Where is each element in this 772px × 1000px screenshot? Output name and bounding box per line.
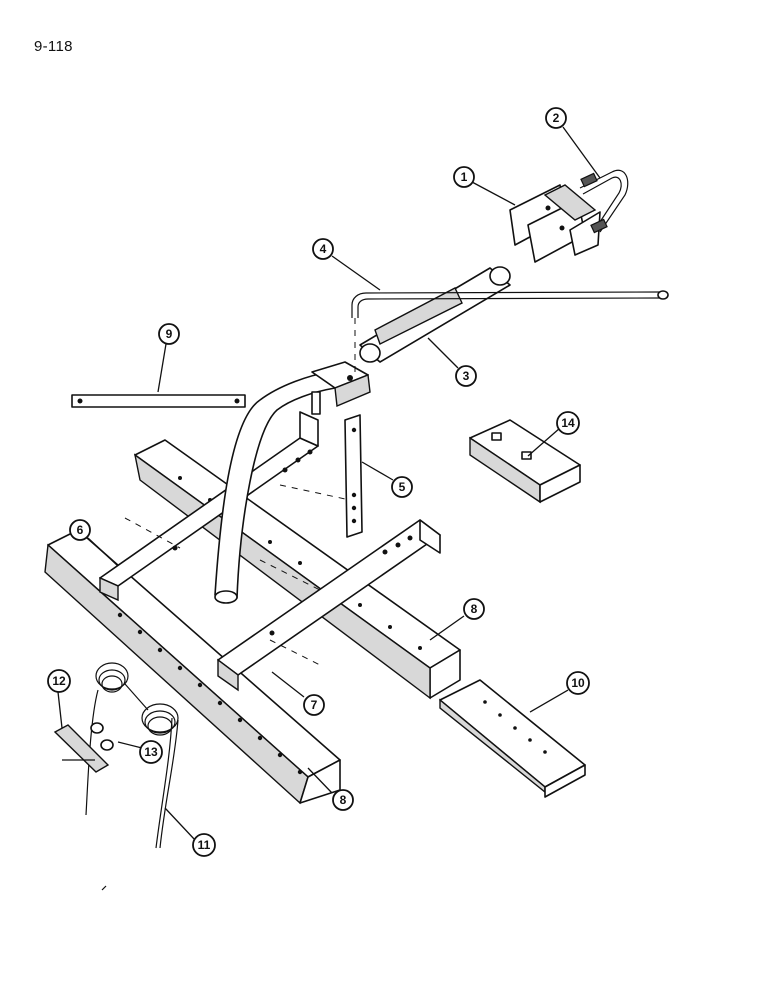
callout-10-label: 10 [571, 676, 585, 690]
flat-bar [71, 394, 246, 408]
tube-sleeve [359, 266, 511, 363]
callout-2: 2 [545, 107, 567, 129]
callout-8-upper-label: 8 [471, 602, 478, 616]
callout-11: 11 [192, 833, 216, 857]
block [469, 419, 581, 504]
nuts [90, 722, 114, 751]
channel-bar-front [44, 529, 341, 805]
callout-8-lower-label: 8 [340, 793, 347, 807]
long-rod [351, 290, 669, 372]
callout-3-label: 3 [463, 369, 470, 383]
callout-14: 14 [556, 411, 580, 435]
callout-12-label: 12 [52, 674, 66, 688]
callout-10: 10 [566, 671, 590, 695]
channel-piece [439, 679, 586, 798]
callout-7-label: 7 [311, 698, 318, 712]
callout-9-label: 9 [166, 327, 173, 341]
callout-3: 3 [455, 365, 477, 387]
callout-9: 9 [158, 323, 180, 345]
callout-11-label: 11 [198, 838, 211, 852]
hitch-bracket [509, 184, 601, 263]
leader-lines [57, 126, 601, 841]
page-number: 9-118 [34, 38, 73, 55]
spring-tine [85, 662, 179, 849]
callout-6-label: 6 [77, 523, 84, 537]
callout-5-label: 5 [399, 480, 406, 494]
callout-1: 1 [453, 166, 475, 188]
callout-13-label: 13 [144, 745, 158, 759]
callout-4: 4 [312, 238, 334, 260]
callout-12: 12 [47, 669, 71, 693]
callout-4-label: 4 [320, 242, 327, 256]
u-bolt [579, 169, 629, 234]
callout-14-label: 14 [561, 416, 575, 430]
callout-6: 6 [69, 519, 91, 541]
vertical-plate [344, 414, 363, 538]
callout-8-upper: 8 [463, 598, 485, 620]
callout-1-label: 1 [461, 170, 468, 184]
curved-support-tube [214, 361, 371, 604]
callout-5: 5 [391, 476, 413, 498]
callout-13: 13 [139, 740, 163, 764]
angle-bracket-right [217, 519, 441, 692]
callout-8-lower: 8 [332, 789, 354, 811]
clip-plate [53, 724, 110, 773]
angle-bracket-left [99, 411, 319, 602]
callout-7: 7 [303, 694, 325, 716]
callout-2-label: 2 [553, 111, 560, 125]
